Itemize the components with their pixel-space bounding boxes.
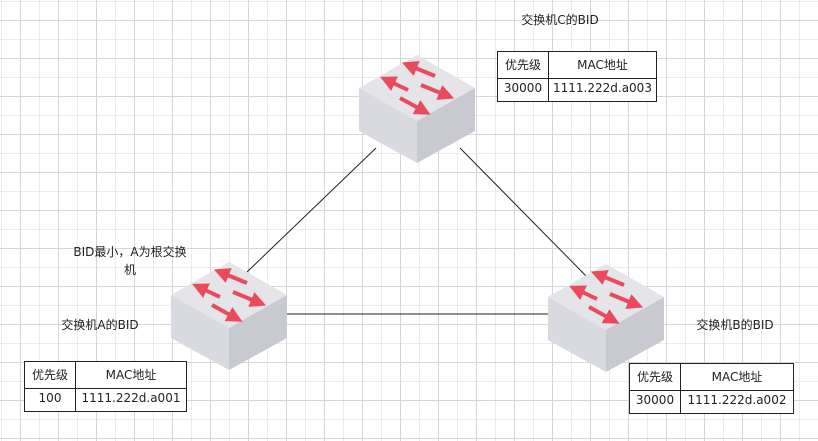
mac-value: 1111.222d.a001 <box>75 388 187 412</box>
priority-header: 优先级 <box>24 361 76 389</box>
mac-header: MAC地址 <box>75 361 187 389</box>
priority-value: 30000 <box>629 390 681 414</box>
priority-value: 100 <box>24 388 76 412</box>
priority-header: 优先级 <box>629 363 681 391</box>
priority-header: 优先级 <box>497 51 549 79</box>
mac-header: MAC地址 <box>548 51 657 79</box>
link-c-b <box>459 147 591 281</box>
switch-c-title: 交换机C的BID <box>521 13 599 27</box>
root-note: BID最小，A为根交换机 <box>73 245 187 277</box>
switch-b-title: 交换机B的BID <box>696 318 774 332</box>
mac-value: 1111.222d.a002 <box>680 390 794 414</box>
mac-header: MAC地址 <box>680 363 794 391</box>
switch-b-icon <box>548 264 664 372</box>
mac-value: 1111.222d.a003 <box>548 78 657 102</box>
link-c-a <box>246 147 377 273</box>
switch-a-title: 交换机A的BID <box>61 318 139 332</box>
priority-value: 30000 <box>497 78 549 102</box>
switch-c-icon <box>359 55 475 163</box>
